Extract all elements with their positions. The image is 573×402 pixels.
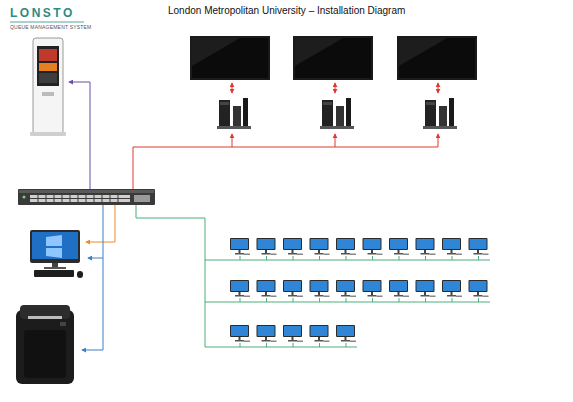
desktop-usb-wire: [88, 205, 103, 258]
display-network-wire: [133, 134, 438, 189]
desktop-wire: [86, 205, 115, 242]
brand-logo: LONSTO: [10, 6, 75, 20]
display-screens: [190, 36, 477, 80]
logo-rule: [10, 22, 84, 23]
counter-drops: [240, 256, 479, 347]
network-switch: [18, 189, 155, 205]
diagram-title: London Metropolitan University – Install…: [168, 5, 405, 16]
printer-wire: [82, 258, 103, 350]
ticket-printer: [16, 305, 74, 384]
desktop-pc: [30, 230, 83, 278]
hdmi-links: [232, 83, 438, 93]
kiosk-wire: [69, 82, 90, 189]
display-pcs: [217, 98, 457, 129]
kiosk-illustration: [30, 38, 66, 136]
counter-pcs: [230, 238, 489, 342]
counter-network-wire: [136, 205, 490, 347]
brand-tagline: QUEUE MANAGEMENT SYSTEM: [10, 24, 91, 30]
